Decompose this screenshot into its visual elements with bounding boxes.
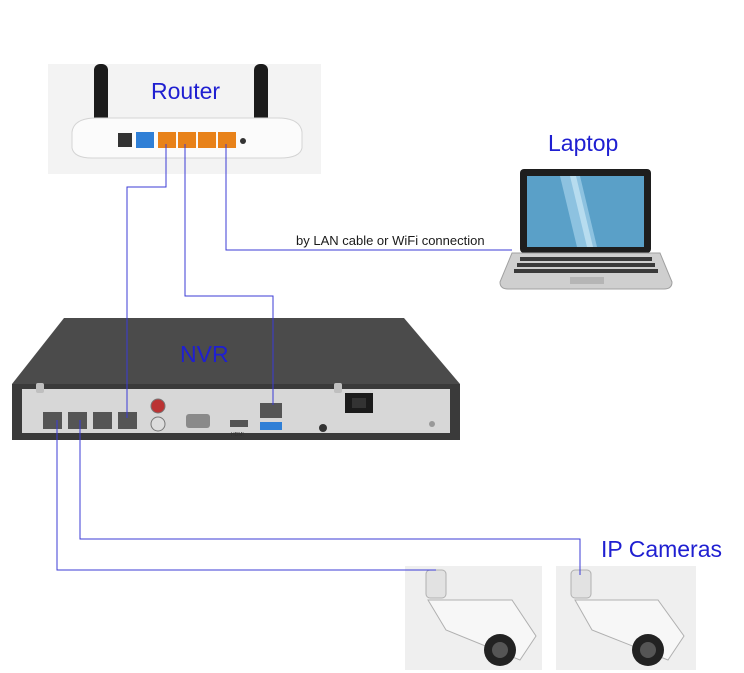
router-label: Router (151, 78, 221, 104)
cable-nvr-camera-1 (56, 420, 436, 571)
cable-nvr-camera-2 (79, 420, 581, 575)
nvr-image: HDMI (12, 318, 460, 440)
router-lan-port (218, 132, 236, 148)
connection-note: by LAN cable or WiFi connection (296, 233, 485, 248)
router-lan-port (198, 132, 216, 148)
cable-router-nvr (184, 144, 274, 405)
ip-cameras-label: IP Cameras (601, 536, 723, 562)
cable-router-laptop (225, 144, 512, 251)
ip-camera-image (556, 566, 696, 670)
router-wan-port (136, 132, 154, 148)
cable-router-nvr-poe (126, 144, 167, 418)
laptop-image (499, 169, 673, 290)
hdmi-label: HDMI (231, 432, 244, 438)
ip-camera-image (405, 566, 542, 670)
nvr-label: NVR (180, 341, 229, 367)
laptop-label: Laptop (548, 130, 619, 156)
router-lan-port (158, 132, 176, 148)
router-lan-port (178, 132, 196, 148)
